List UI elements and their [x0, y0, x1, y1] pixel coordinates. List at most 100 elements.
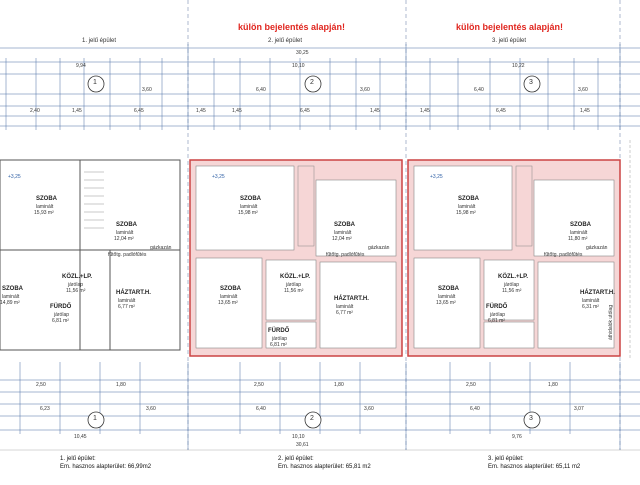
u2-szoba-a-material: laminált: [240, 204, 258, 210]
u2-haztart-area: 6,77 m²: [336, 310, 353, 316]
side-label: áthidalók utólag: [608, 304, 614, 340]
dim-bottom-r2-2: 6,40: [256, 406, 266, 412]
u1-szoba-c: SZOBA: [2, 286, 23, 292]
u3-padlo: fűtőtg. padlófűtés: [544, 252, 583, 258]
u1-gaz: gázkazán: [150, 245, 172, 251]
unit-1-walls: [0, 159, 181, 351]
u2-szoba-c-area: 13,65 m²: [218, 300, 238, 306]
axis-label-3-bottom: 3: [529, 415, 533, 422]
u2-furdo-material: járólap: [272, 336, 288, 342]
dim-bottom-r2-4: 6,40: [470, 406, 480, 412]
dim-bottom-r1-5: 1,80: [548, 382, 558, 388]
u3-szoba-b-material: laminált: [570, 230, 588, 236]
dim-bottom-2: 10,10: [292, 434, 305, 440]
u3-kozl: KÖZL.+LP.: [498, 274, 529, 280]
u2-szoba-a: SZOBA: [240, 196, 261, 202]
dim-bottom-r2-0: 6,23: [40, 406, 50, 412]
caption-2-area: Em. hasznos alapterület: 65,81 m2: [278, 464, 371, 470]
u1-haztart-material: laminált: [118, 298, 136, 304]
dim-top-r1-1: 6,40: [256, 87, 266, 93]
dim-bottom-r1-4: 2,50: [466, 382, 476, 388]
caption-2-title: 2. jelű épület:: [278, 456, 314, 462]
u1-szoba-c-material: laminált: [2, 294, 20, 300]
u2-padlo: fűtőtg. padlófűtés: [326, 252, 365, 258]
u1-kozl: KÖZL.+LP.: [62, 274, 93, 280]
u2-szoba-c: SZOBA: [220, 286, 241, 292]
u3-haztart: HÁZTART.H.: [580, 290, 615, 296]
u1-furdo-material: járólap: [54, 312, 70, 318]
axis-circles: [87, 75, 541, 429]
caption-1-title: 1. jelű épület:: [60, 456, 96, 462]
axis-label-2-bottom: 2: [310, 415, 314, 422]
u3-szoba-a-material: laminált: [458, 204, 476, 210]
header-building-3: 3. jelű épület: [492, 38, 527, 44]
caption-3-title: 3. jelű épület:: [488, 456, 524, 462]
dim-top-r1-0: 3,60: [142, 87, 152, 93]
dim-top-r2-2: 6,45: [134, 108, 144, 114]
axis-label-1-top: 1: [93, 79, 97, 86]
u2-szoba-b-area: 12,04 m²: [332, 236, 352, 242]
u1-szoba-b-area: 12,04 m²: [114, 236, 134, 242]
dim-bottom-r2-3: 3,60: [364, 406, 374, 412]
u3-furdo-area: 6,81 m²: [488, 318, 505, 324]
dim-bottom-r1-3: 1,80: [334, 382, 344, 388]
dim-top-r2-8: 6,45: [496, 108, 506, 114]
u2-gaz: gázkazán: [368, 245, 390, 251]
u2-szoba-a-area: 15,98 m²: [238, 210, 258, 216]
dim-top-r1-2: 3,60: [360, 87, 370, 93]
dim-total-top: 30,25: [296, 50, 309, 56]
dim-top-r1-4: 3,60: [578, 87, 588, 93]
top-ticks: [5, 44, 621, 130]
u3-szoba-a-area: 15,98 m²: [456, 210, 476, 216]
dim-top-r2-7: 1,45: [420, 108, 430, 114]
dim-bottom-r1-2: 2,50: [254, 382, 264, 388]
axis-label-1-bottom: 1: [93, 415, 97, 422]
u3-szoba-b-area: 11,80 m²: [568, 236, 588, 242]
caption-3-area: Em. hasznos alapterület: 65,11 m2: [488, 464, 581, 470]
u2-szoba-b: SZOBA: [334, 222, 355, 228]
u2-kozl-area: 11,56 m²: [284, 288, 304, 294]
u2-szoba-b-material: laminált: [334, 230, 352, 236]
u1-furdo: FÜRDŐ: [50, 304, 72, 310]
dim-bottom-r2-1: 3,60: [146, 406, 156, 412]
dim-top-3: 10,22: [512, 63, 525, 69]
u3-furdo-material: járólap: [490, 312, 506, 318]
header-building-2: 2. jelű épület: [268, 38, 303, 44]
u3-level: +3,25: [430, 174, 443, 180]
u1-haztart: HÁZTART.H.: [116, 290, 151, 296]
u3-szoba-c: SZOBA: [438, 286, 459, 292]
dim-top-r2-0: 2,40: [30, 108, 40, 114]
u2-haztart: HÁZTART.H.: [334, 296, 369, 302]
u1-szoba-a-material: laminált: [36, 204, 54, 210]
dim-top-r2-6: 1,45: [370, 108, 380, 114]
unit-2-walls: [189, 159, 403, 357]
dim-top-r2-9: 1,45: [580, 108, 590, 114]
u3-szoba-b: SZOBA: [570, 222, 591, 228]
unit-1-stair: [84, 171, 104, 229]
u2-kozl: KÖZL.+LP.: [280, 274, 311, 280]
u3-kozl-material: járólap: [504, 282, 520, 288]
u1-kozl-area: 11,56 m²: [66, 288, 86, 294]
dim-top-r2-1: 1,45: [72, 108, 82, 114]
dim-bottom-r1-1: 1,80: [116, 382, 126, 388]
dim-bottom-1: 10,45: [74, 434, 87, 440]
unit-3-walls: [407, 159, 621, 357]
u3-szoba-c-material: laminált: [438, 294, 456, 300]
bottom-ticks: [19, 362, 621, 450]
top-dimension-lines: [0, 47, 640, 127]
u2-furdo-area: 6,81 m²: [270, 342, 287, 348]
dim-top-r2-3: 1,45: [196, 108, 206, 114]
header-building-1: 1. jelű épület: [82, 38, 117, 44]
dim-top-r2-5: 6,45: [300, 108, 310, 114]
u2-kozl-material: járólap: [286, 282, 302, 288]
u3-furdo: FÜRDŐ: [486, 304, 508, 310]
u3-szoba-a: SZOBA: [458, 196, 479, 202]
u1-furdo-area: 6,81 m²: [52, 318, 69, 324]
u1-haztart-area: 6,77 m²: [118, 304, 135, 310]
dim-bottom-3: 9,76: [512, 434, 522, 440]
u3-haztart-area: 6,31 m²: [582, 304, 599, 310]
u1-szoba-c-area: 14,89 m²: [0, 300, 20, 306]
u3-kozl-area: 11,56 m²: [502, 288, 522, 294]
